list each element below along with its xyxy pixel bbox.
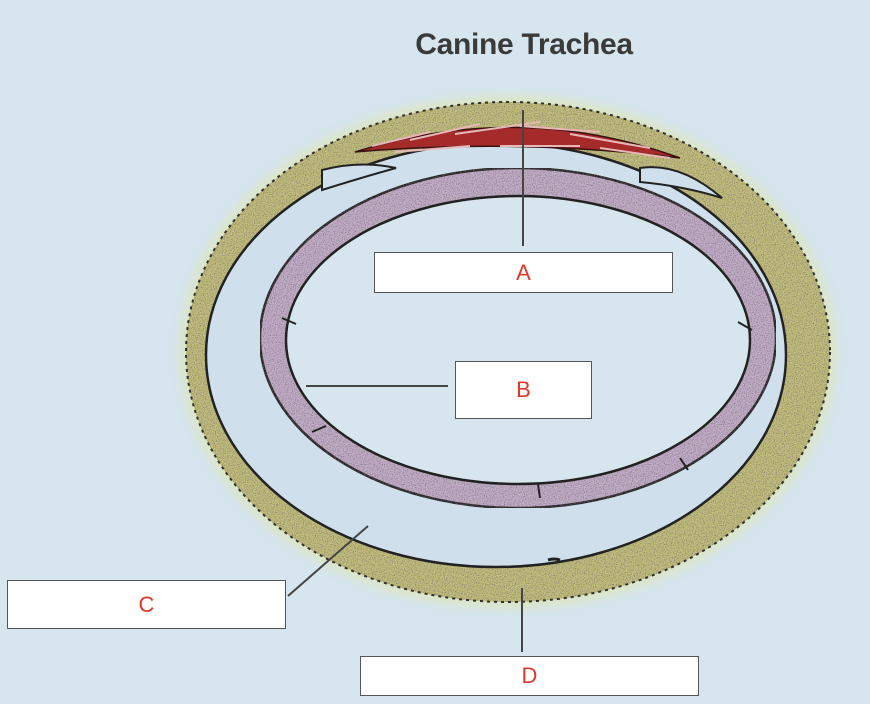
diagram-title: Canine Trachea <box>415 28 633 61</box>
mucosa-fold-right <box>639 166 723 199</box>
label-text-d: D <box>521 663 538 688</box>
label-box-a[interactable]: A <box>374 252 673 293</box>
leader-line-c <box>287 525 369 597</box>
label-text-a: A <box>516 259 531 285</box>
label-box-c[interactable]: C <box>7 580 286 629</box>
mucosa-fold-left <box>321 163 397 192</box>
tracheal-lumen <box>284 194 752 486</box>
label-text-c: C <box>138 591 155 617</box>
label-text-b: B <box>516 377 531 402</box>
label-box-d[interactable]: D <box>360 656 699 696</box>
label-box-b[interactable]: B <box>455 361 592 419</box>
